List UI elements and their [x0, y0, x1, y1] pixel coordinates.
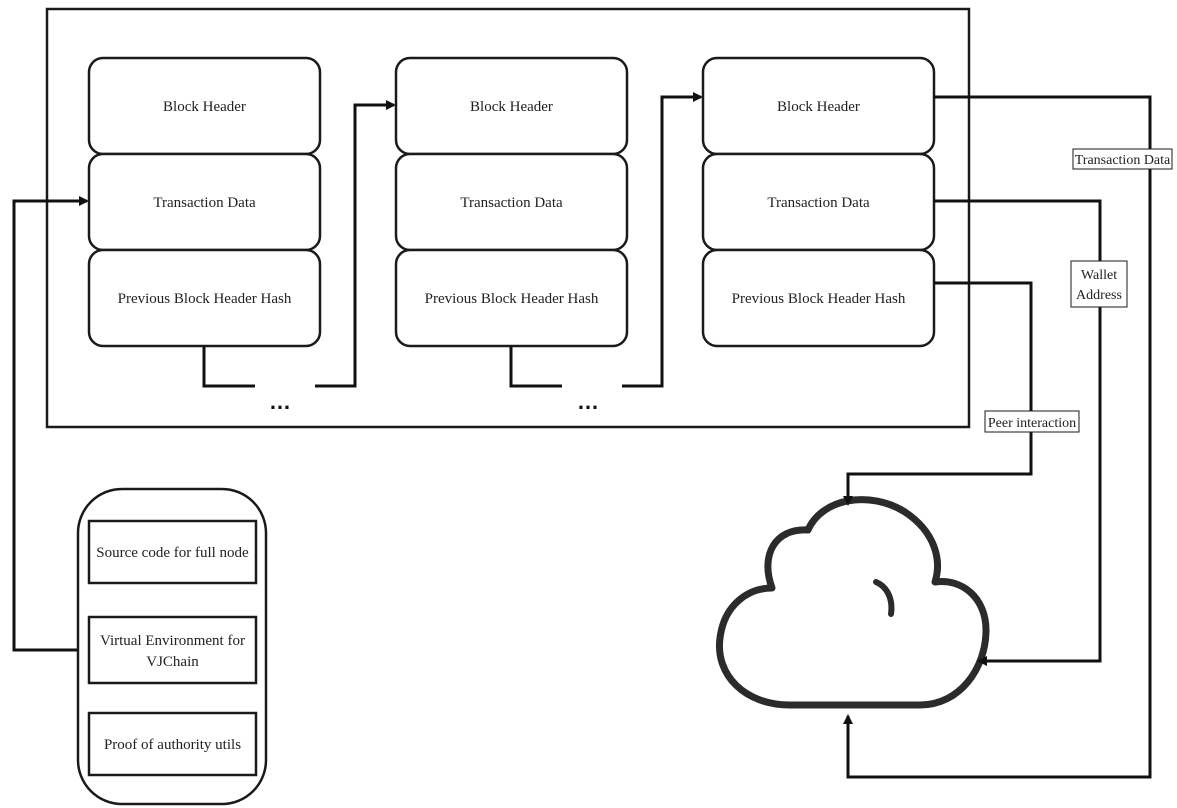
poa-utils-label: Proof of authority utils: [104, 737, 241, 753]
virtual-environment-label-line-2: VJChain: [146, 654, 199, 670]
peer-interaction-label-box: [984, 410, 1080, 433]
node-to-chain-arrow: [12, 196, 89, 652]
block-3-transactions-label: Transaction Data: [767, 195, 870, 211]
transaction-data-label-box: [1072, 148, 1173, 170]
transaction-data-connector: [843, 95, 1152, 779]
chain-link-1-arrow: [315, 100, 396, 388]
peer-interaction-label: Peer interaction: [988, 416, 1076, 431]
block-2-prev-hash-label: Previous Block Header Hash: [425, 291, 599, 307]
block-1-transactions-label: Transaction Data: [153, 195, 256, 211]
block-3-header-label: Block Header: [777, 99, 860, 115]
chain-ellipsis-1: …: [269, 389, 291, 414]
chain-link-2-arrow: [622, 92, 703, 388]
source-code-box: [87, 519, 258, 585]
block-2-header-label: Block Header: [470, 99, 553, 115]
virtual-environment-box: [87, 615, 258, 685]
blockchain-frame: [45, 7, 971, 429]
block-3-prev-hash-cell: [701, 248, 936, 348]
wallet-address-label-box: [1070, 260, 1128, 308]
chain-ellipsis-2: …: [577, 389, 599, 414]
source-code-label: Source code for full node: [96, 545, 249, 561]
wallet-address-label-line-1: Wallet: [1081, 268, 1117, 283]
poa-utils-box: [87, 711, 258, 777]
cloud-highlight-stroke: [873, 579, 895, 617]
block-2: Block Header Transaction Data Previous B…: [394, 56, 629, 348]
block-1-header-label: Block Header: [163, 99, 246, 115]
block-1-prev-hash-label: Previous Block Header Hash: [118, 291, 292, 307]
block-1: Block Header Transaction Data Previous B…: [87, 56, 322, 348]
chain-link-1-start: [202, 346, 255, 388]
wallet-address-label-line-2: Address: [1076, 288, 1122, 303]
block-2-transactions-label: Transaction Data: [460, 195, 563, 211]
transaction-data-label: Transaction Data: [1075, 153, 1171, 168]
cloud-network-icon: [715, 496, 990, 709]
peer-interaction-connector: [843, 281, 1033, 506]
block-3-prev-hash-label: Previous Block Header Hash: [732, 291, 906, 307]
wallet-address-connector: [934, 199, 1102, 666]
chain-link-2-start: [509, 346, 562, 388]
block-3: Block Header Transaction Data Previous B…: [701, 56, 936, 348]
virtual-environment-label-line-1: Virtual Environment for: [100, 633, 245, 649]
